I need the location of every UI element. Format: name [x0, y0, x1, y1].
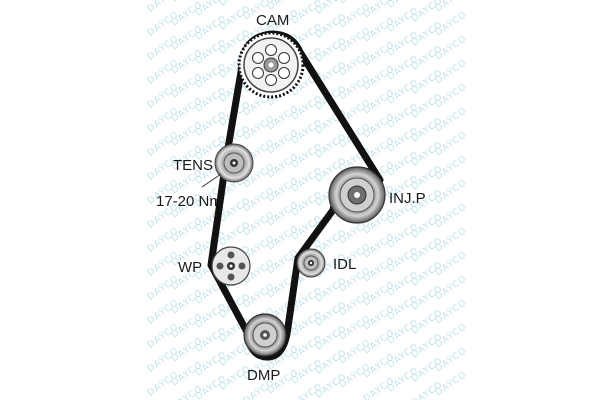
label-tens: TENS — [173, 157, 213, 174]
damper-pulley — [243, 313, 287, 357]
idler-pulley — [296, 248, 326, 278]
label-wp: WP — [178, 259, 202, 276]
label-torque: 17-20 Nm — [156, 193, 222, 210]
cam-sprocket — [237, 31, 305, 99]
label-idl: IDL — [333, 256, 356, 273]
torque-leader-line — [201, 173, 222, 188]
label-dmp: DMP — [247, 367, 280, 384]
injection-pump-pulley — [328, 166, 386, 224]
water-pump-pulley — [211, 246, 251, 286]
label-cam: CAM — [256, 12, 289, 29]
label-injp: INJ.P — [389, 190, 426, 207]
tensioner-pulley — [214, 143, 254, 183]
